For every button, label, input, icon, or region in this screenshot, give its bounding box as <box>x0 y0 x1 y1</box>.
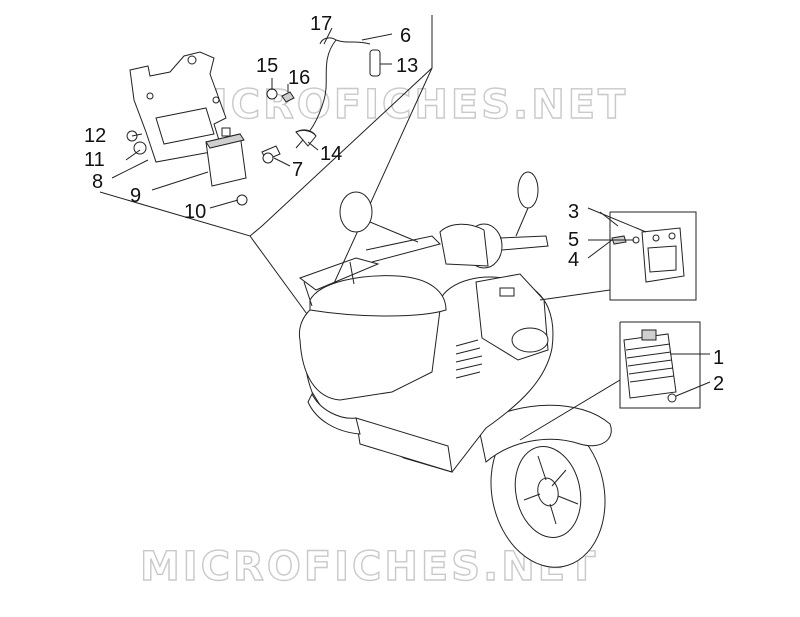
control-unit <box>205 127 247 187</box>
callout-4: 4 <box>568 249 579 271</box>
callout-3: 3 <box>568 201 579 223</box>
nut-11 <box>133 141 147 155</box>
callout-1: 1 <box>713 347 724 369</box>
screw-2 <box>667 393 677 403</box>
screw-16 <box>281 91 295 103</box>
screw-10 <box>236 194 248 206</box>
scooter <box>298 171 612 568</box>
voltage-regulator-frame <box>519 321 701 441</box>
callout-15: 15 <box>256 55 278 77</box>
mounting-bracket <box>129 51 227 163</box>
callout-13: 13 <box>396 55 418 77</box>
callout-9: 9 <box>130 185 141 207</box>
leaders-right <box>587 207 711 397</box>
callout-16: 16 <box>288 67 310 89</box>
washer-15 <box>266 88 278 100</box>
ignition-cable <box>261 37 381 164</box>
callout-11: 11 <box>84 149 105 171</box>
leaders-top <box>111 27 393 209</box>
callout-2: 2 <box>713 373 724 395</box>
callout-5: 5 <box>568 229 579 251</box>
callout-12: 12 <box>84 125 106 147</box>
callout-17: 17 <box>310 13 332 35</box>
callout-8: 8 <box>92 171 103 193</box>
regulator-module-upper <box>611 227 685 283</box>
callout-7: 7 <box>292 159 303 181</box>
voltage-regulator <box>623 329 677 403</box>
callout-labels: 1 2 3 4 5 6 7 8 9 10 11 12 13 14 15 16 1… <box>84 13 724 395</box>
callout-14: 14 <box>320 143 342 165</box>
callout-10: 10 <box>184 201 206 223</box>
callout-6: 6 <box>400 25 411 47</box>
watermark-top: MICROFICHES.NET <box>170 82 628 128</box>
small-hardware-top <box>126 88 295 206</box>
